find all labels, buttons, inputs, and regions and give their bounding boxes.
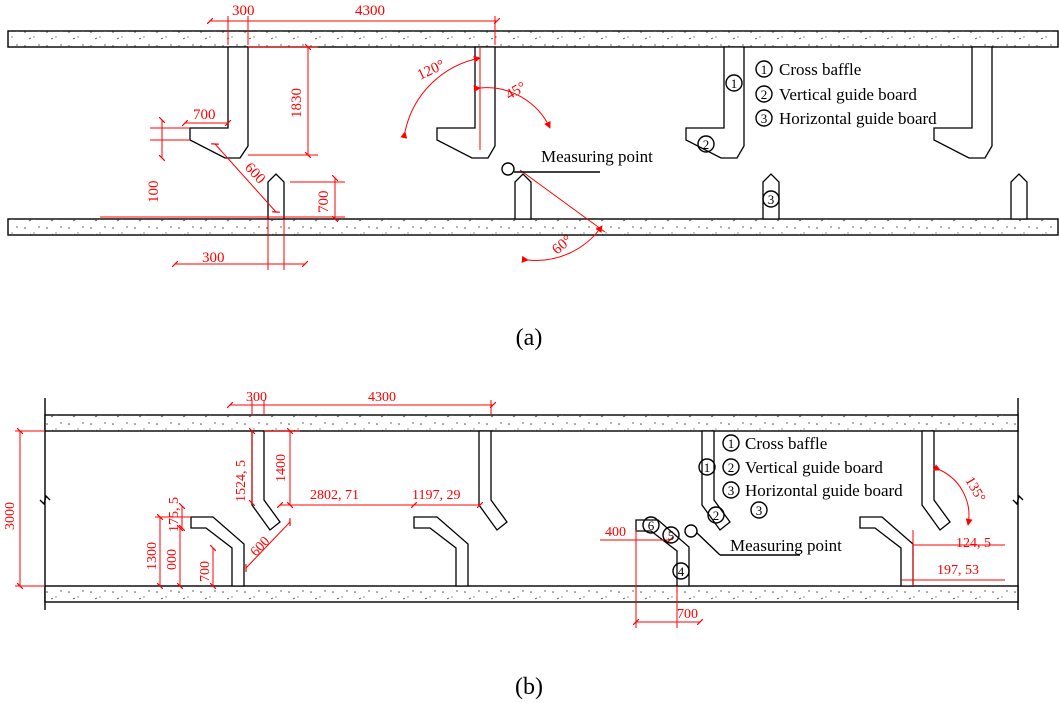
legend-b: 1 Cross baffle 2 Vertical guide board 3 … (722, 434, 903, 500)
dim-b-1000: 000 (165, 549, 180, 570)
dim-a-100: 100 (146, 181, 162, 204)
legend-a-text-1: Cross baffle (779, 60, 861, 79)
legend-b-text-2: Vertical guide board (745, 458, 883, 477)
marker-b-2: 2 (713, 508, 720, 523)
marker-b-6: 6 (648, 518, 655, 533)
dim-b-197: 197, 53 (937, 563, 979, 578)
marker-b-1: 1 (704, 460, 711, 475)
legend-a-num-2: 2 (761, 87, 768, 102)
caption-a: (a) (516, 325, 543, 351)
dim-a-700-h: 700 (316, 191, 332, 214)
marker-a-1: 1 (731, 76, 738, 91)
marker-a-2: 2 (703, 137, 710, 152)
legend-b-num-1: 1 (728, 436, 735, 451)
dim-b-600: 600 (248, 534, 273, 560)
dim-b-1400: 1400 (274, 454, 289, 482)
marker-b-5: 5 (668, 528, 675, 543)
dim-b-1300: 1300 (145, 542, 160, 570)
legend-a-num-1: 1 (761, 62, 768, 77)
angle-b-135: 135° (962, 475, 988, 506)
caption-b: (b) (515, 674, 543, 700)
baffle-unit-3 (685, 46, 780, 220)
dim-b-175: 175, 5 (167, 497, 182, 532)
dim-b-1197: 1197, 29 (412, 488, 460, 503)
baffle-unit-1 (189, 46, 285, 220)
dim-a-1830: 1830 (289, 88, 305, 118)
baffle-unit-2 (436, 46, 532, 220)
dim-b-700-w: 700 (677, 607, 698, 622)
dim-b-400: 400 (605, 525, 626, 540)
dim-b-4300: 4300 (368, 390, 396, 405)
measuring-point-b: Measuring point (730, 536, 842, 555)
dim-b-300: 300 (246, 390, 267, 405)
baffle-unit-b-2 (413, 430, 508, 587)
dim-b-1524: 1524, 5 (234, 460, 249, 502)
legend-a-num-3: 3 (761, 111, 768, 126)
marker-a-3: 3 (768, 192, 775, 207)
legend-a: 1 Cross baffle 2 Vertical guide board 3 … (755, 60, 937, 128)
dim-a-700-w: 700 (193, 107, 216, 123)
marker-b-4: 4 (678, 564, 685, 579)
panel-b: 300 4300 3000 1524, 5 1400 2802, 71 1197… (3, 390, 1024, 700)
legend-a-text-3: Horizontal guide board (779, 109, 937, 128)
dim-b-124: 124, 5 (956, 536, 991, 551)
measuring-point-a: Measuring point (541, 147, 653, 166)
dim-b-2802: 2802, 71 (310, 488, 359, 503)
panel-a: 300 4300 1830 700 100 600 700 300 120° 4… (7, 3, 1059, 351)
angle-a-60: 60° (549, 232, 575, 258)
legend-b-num-3: 3 (728, 483, 735, 498)
legend-a-text-2: Vertical guide board (779, 85, 917, 104)
dim-b-3000: 3000 (3, 502, 18, 530)
baffle-unit-4 (933, 46, 1028, 220)
marker-b-3: 3 (756, 503, 763, 518)
legend-b-text-3: Horizontal guide board (745, 481, 903, 500)
legend-b-text-1: Cross baffle (745, 434, 827, 453)
dim-a-300-b: 300 (202, 250, 225, 266)
legend-b-num-2: 2 (728, 460, 735, 475)
dim-a-600: 600 (241, 160, 268, 187)
angle-a-120: 120° (415, 57, 448, 84)
dim-b-700: 700 (198, 561, 213, 582)
dim-a-300: 300 (232, 3, 255, 19)
dim-a-4300: 4300 (355, 3, 385, 19)
